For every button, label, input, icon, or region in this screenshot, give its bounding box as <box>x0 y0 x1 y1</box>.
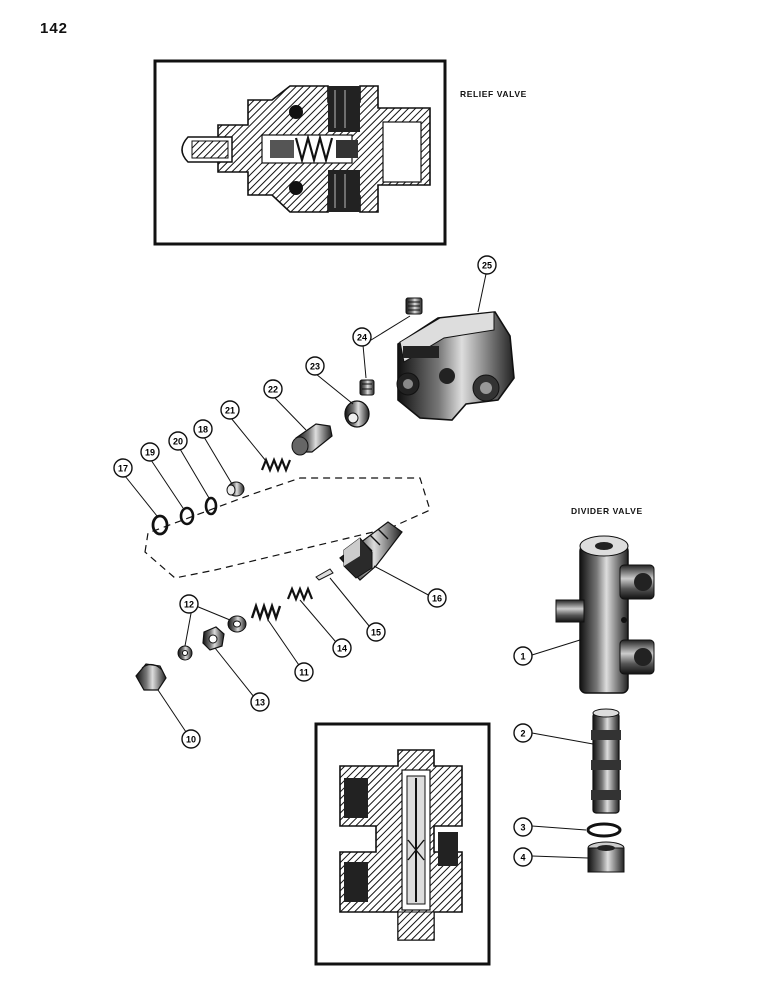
callout-17: 17 <box>113 458 133 478</box>
ring-17 <box>151 514 169 536</box>
callout-24: 24 <box>352 327 372 347</box>
callout-23: 23 <box>305 356 325 376</box>
relief-valve-section-view <box>153 59 447 246</box>
svg-text:23: 23 <box>310 362 320 372</box>
ring-20 <box>204 496 218 516</box>
svg-text:21: 21 <box>225 406 235 416</box>
svg-text:25: 25 <box>482 261 492 271</box>
svg-text:15: 15 <box>371 628 381 638</box>
callout-3: 3 <box>513 817 533 837</box>
callout-10: 10 <box>181 729 201 749</box>
svg-text:14: 14 <box>337 644 347 654</box>
svg-text:3: 3 <box>520 823 525 833</box>
svg-text:17: 17 <box>118 464 128 474</box>
nut-13 <box>202 626 225 651</box>
spool-2 <box>591 708 621 814</box>
divider-body-1 <box>555 535 655 694</box>
o-ring-3 <box>586 822 622 838</box>
svg-text:24: 24 <box>357 333 367 343</box>
seat-23 <box>344 400 370 428</box>
spring-14 <box>286 586 314 602</box>
callout-11: 11 <box>294 662 314 682</box>
cap-nut-10 <box>135 663 167 691</box>
ring-19 <box>179 506 195 526</box>
svg-text:16: 16 <box>432 594 442 604</box>
callout-18: 18 <box>193 419 213 439</box>
pin-15 <box>315 568 334 581</box>
svg-text:2: 2 <box>520 729 525 739</box>
relief-leader-lines <box>124 273 487 739</box>
plug-4 <box>587 841 625 873</box>
svg-text:22: 22 <box>268 385 278 395</box>
poppet-22 <box>291 423 333 456</box>
alternate-assembly-outline <box>144 477 431 579</box>
divider-valve-section-view <box>314 722 491 966</box>
relief-valve-title: RELIEF VALVE <box>460 89 527 99</box>
svg-text:10: 10 <box>186 735 196 745</box>
callout-4: 4 <box>513 847 533 867</box>
guide-18 <box>226 481 245 497</box>
divider-leader-lines <box>531 639 594 859</box>
plug-24 <box>359 297 423 396</box>
callout-20: 20 <box>168 431 188 451</box>
svg-text:20: 20 <box>173 437 183 447</box>
callout-21: 21 <box>220 400 240 420</box>
page-number: 142 <box>40 20 69 37</box>
valve-body-25 <box>396 311 515 421</box>
svg-text:19: 19 <box>145 448 155 458</box>
callout-14: 14 <box>332 638 352 658</box>
divider-valve-title: DIVIDER VALVE <box>571 506 643 516</box>
svg-text:11: 11 <box>299 668 309 678</box>
callout-22: 22 <box>263 379 283 399</box>
callout-19: 19 <box>140 442 160 462</box>
callout-1: 1 <box>513 646 533 666</box>
svg-text:4: 4 <box>520 853 525 863</box>
spring-21 <box>260 457 292 473</box>
spring-11 <box>250 602 282 622</box>
adjuster-16 <box>339 521 403 581</box>
callout-25: 25 <box>477 255 497 275</box>
callout-12: 12 <box>179 594 199 614</box>
svg-text:1: 1 <box>520 652 525 662</box>
svg-text:13: 13 <box>255 698 265 708</box>
callout-2: 2 <box>513 723 533 743</box>
callout-15: 15 <box>366 622 386 642</box>
callout-13: 13 <box>250 692 270 712</box>
callout-16: 16 <box>427 588 447 608</box>
svg-text:18: 18 <box>198 425 208 435</box>
svg-text:12: 12 <box>184 600 194 610</box>
